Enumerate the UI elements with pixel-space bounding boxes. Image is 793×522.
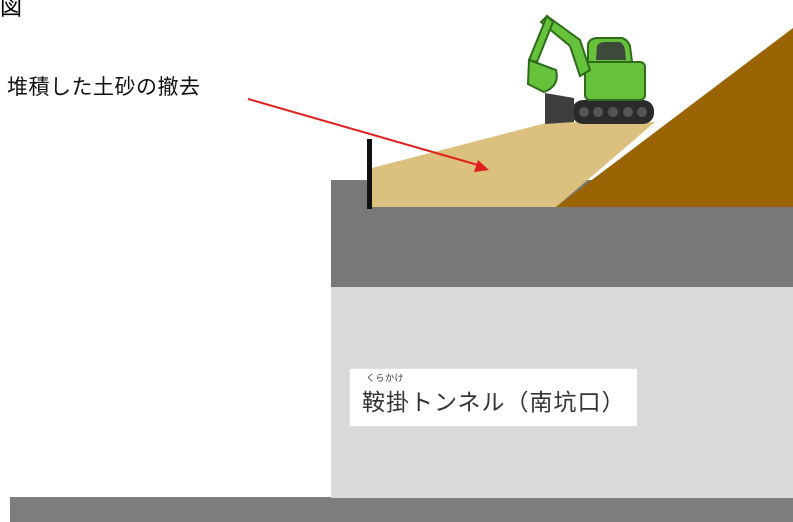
figure-caption-fragment: 図 [0,0,23,21]
sediment-removal-label: 堆積した土砂の撤去 [7,75,201,99]
tunnel-name: 鞍掛トンネル（南坑口） [362,390,626,416]
fence-post [367,139,372,209]
tunnel-name-ruby: くらかけ [366,374,405,384]
callout-arrow [247,98,479,166]
slope [556,28,793,207]
road [10,497,793,522]
sediment [372,122,655,207]
tunnel-name-plate: くらかけ 鞍掛トンネル（南坑口） [349,368,638,427]
excavator-icon [526,14,654,124]
callout-arrowhead [474,160,489,172]
